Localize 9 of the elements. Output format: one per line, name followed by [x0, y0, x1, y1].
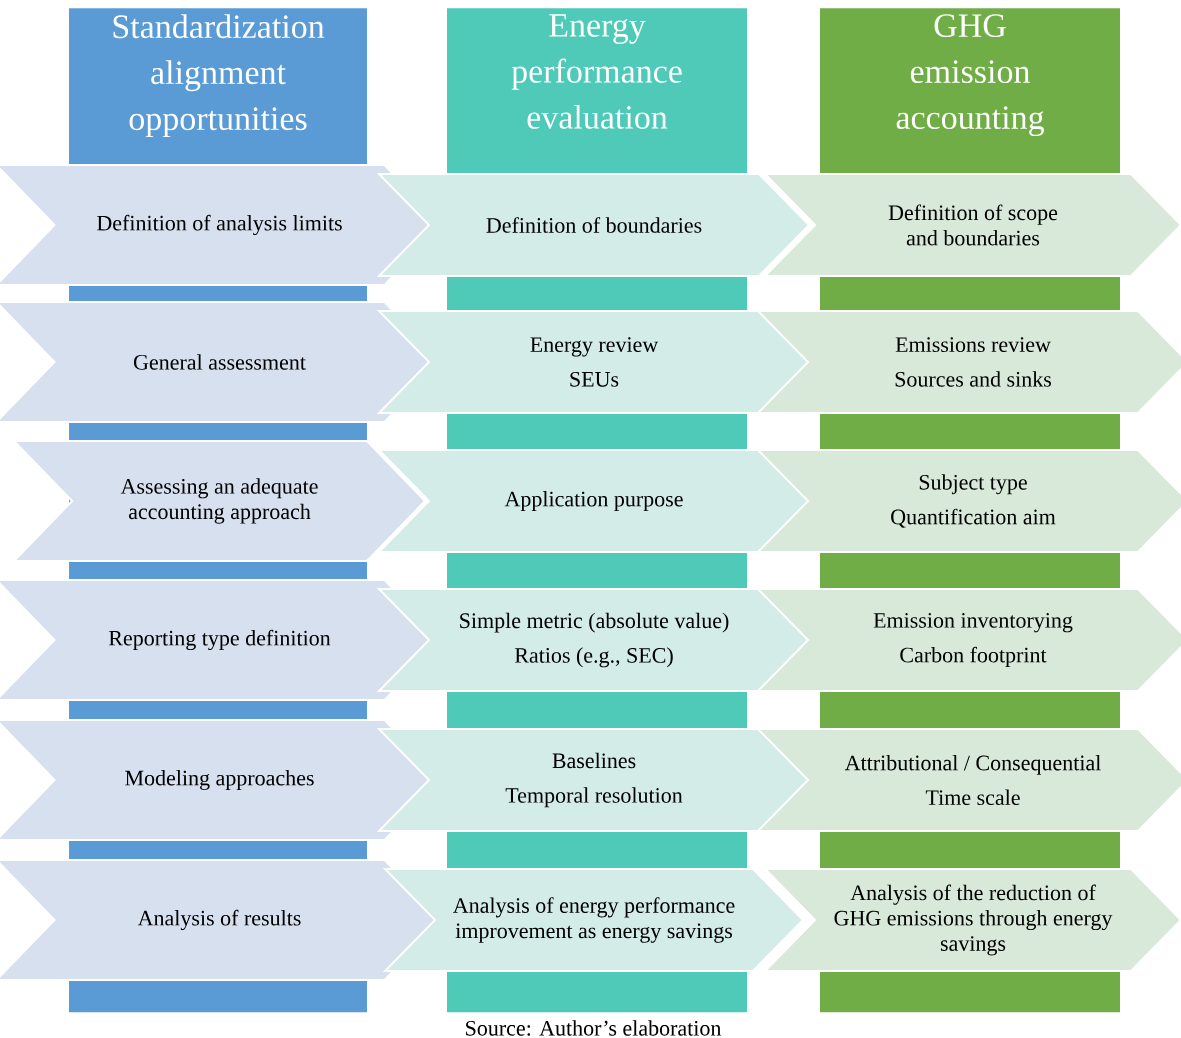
- caption: Source: Author’s elaboration: [466, 1020, 722, 1036]
- chevron-panel: Analysis of energy performance improvement as energy savings: [382, 868, 805, 972]
- chevron-panel: Definition of scope and boundaries: [762, 173, 1181, 277]
- chevron-panel: Subject type Quantification aim: [755, 449, 1181, 553]
- chevron-panel: Emissions review Sources and sinks: [755, 310, 1181, 414]
- chevron-panel: Emission inventorying Carbon footprint: [755, 588, 1181, 692]
- chevron-panel: Analysis of the reduction of GHG emissions through energy savings: [762, 868, 1181, 972]
- chevron-panel: Simple metric (absolute value) Ratios (e.g., SEC): [376, 588, 811, 692]
- chevron-panel: Attributional / Consequential Time scale: [755, 728, 1181, 832]
